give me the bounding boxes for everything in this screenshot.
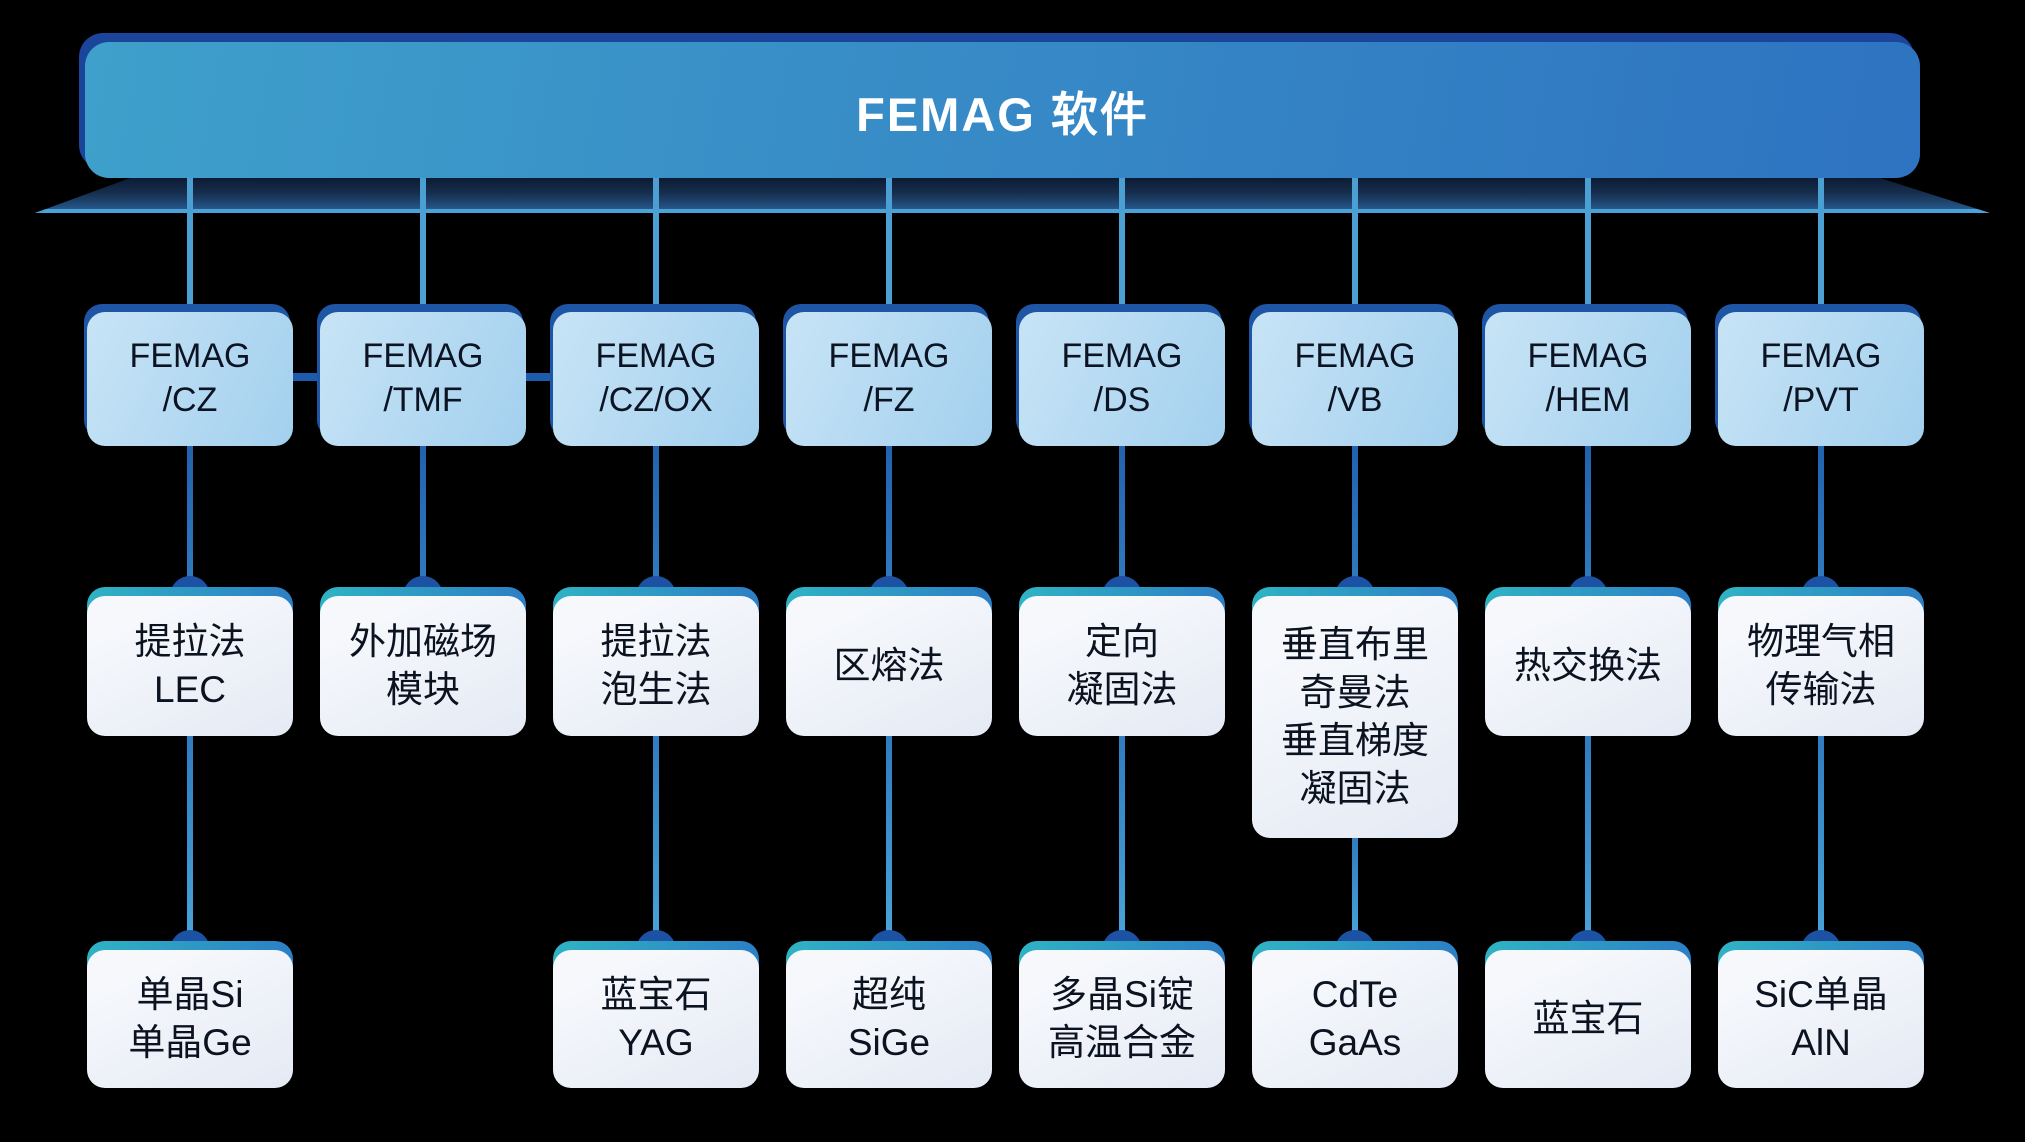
module-box-ds: FEMAG /DS — [1019, 312, 1225, 446]
connector-method-material — [653, 736, 659, 936]
material-label-vb: CdTe GaAs — [1308, 973, 1402, 1063]
material-label-cz-ox: 蓝宝石 YAG — [600, 973, 712, 1063]
connector-banner-vb — [1352, 168, 1358, 316]
column-fz: FEMAG /FZ 区熔法 超纯 SiGe — [786, 0, 992, 1142]
connector-vb-method — [1352, 446, 1358, 590]
method-box-tmf: 外加磁场 模块 — [320, 596, 526, 736]
method-box-pvt: 物理气相 传输法 — [1718, 596, 1924, 736]
connector-fz-method — [886, 446, 892, 590]
material-label-hem: 蓝宝石 — [1532, 997, 1644, 1039]
material-label-cz: 单晶Si 单晶Ge — [128, 973, 252, 1063]
method-label-tmf: 外加磁场 模块 — [349, 620, 497, 710]
method-label-fz: 区熔法 — [833, 644, 945, 686]
connector-banner-ds — [1119, 168, 1125, 316]
connector-pvt-method — [1818, 446, 1824, 590]
material-box-cz: 单晶Si 单晶Ge — [87, 950, 293, 1088]
method-label-cz: 提拉法 LEC — [134, 620, 246, 710]
connector-banner-hem — [1585, 168, 1591, 316]
banner-shadow-beam — [35, 178, 1990, 213]
column-cz-ox: FEMAG /CZ/OX 提拉法 泡生法 蓝宝石 YAG — [553, 0, 759, 1142]
column-pvt: FEMAG /PVT 物理气相 传输法 SiC单晶 AlN — [1718, 0, 1924, 1142]
method-label-cz-ox: 提拉法 泡生法 — [600, 620, 712, 710]
column-tmf: FEMAG /TMF 外加磁场 模块 — [320, 0, 526, 1142]
module-label-hem: FEMAG /HEM — [1527, 337, 1649, 419]
material-label-ds: 多晶Si锭 高温合金 — [1048, 973, 1196, 1063]
method-box-cz-ox: 提拉法 泡生法 — [553, 596, 759, 736]
module-label-ds: FEMAG /DS — [1061, 337, 1183, 419]
page-title: FEMAG 软件 — [856, 87, 1149, 141]
method-box-cz: 提拉法 LEC — [87, 596, 293, 736]
connector-method-material — [1818, 736, 1824, 936]
column-hem: FEMAG /HEM 热交换法 蓝宝石 — [1485, 0, 1691, 1142]
connector-banner-tmf — [420, 168, 426, 316]
connector-tmf-czox — [519, 373, 559, 381]
connector-tmf-method — [420, 446, 426, 590]
connector-cz-tmf — [286, 373, 326, 381]
connector-banner-czox — [653, 168, 659, 316]
material-label-pvt: SiC单晶 AlN — [1754, 973, 1888, 1063]
connector-method-material — [1352, 838, 1358, 936]
connector-banner-fz — [886, 168, 892, 316]
material-box-cz-ox: 蓝宝石 YAG — [553, 950, 759, 1088]
material-label-fz: 超纯 SiGe — [847, 973, 931, 1063]
material-box-pvt: SiC单晶 AlN — [1718, 950, 1924, 1088]
method-box-fz: 区熔法 — [786, 596, 992, 736]
module-label-vb: FEMAG /VB — [1294, 337, 1416, 419]
method-label-pvt: 物理气相 传输法 — [1747, 620, 1895, 710]
connector-cz-method — [187, 446, 193, 590]
method-label-hem: 热交换法 — [1514, 644, 1662, 686]
column-ds: FEMAG /DS 定向 凝固法 多晶Si锭 高温合金 — [1019, 0, 1225, 1142]
connector-ds-method — [1119, 446, 1125, 590]
material-box-fz: 超纯 SiGe — [786, 950, 992, 1088]
connector-banner-cz — [187, 168, 193, 316]
material-box-ds: 多晶Si锭 高温合金 — [1019, 950, 1225, 1088]
connector-banner-pvt — [1818, 168, 1824, 316]
connector-method-material — [1119, 736, 1125, 936]
column-cz: FEMAG /CZ 提拉法 LEC 单晶Si 单晶Ge — [87, 0, 293, 1142]
module-label-tmf: FEMAG /TMF — [362, 337, 484, 419]
material-box-hem: 蓝宝石 — [1485, 950, 1691, 1088]
module-box-fz: FEMAG /FZ — [786, 312, 992, 446]
connector-czox-method — [653, 446, 659, 590]
method-box-ds: 定向 凝固法 — [1019, 596, 1225, 736]
module-box-pvt: FEMAG /PVT — [1718, 312, 1924, 446]
module-box-cz: FEMAG /CZ — [87, 312, 293, 446]
module-box-hem: FEMAG /HEM — [1485, 312, 1691, 446]
module-label-pvt: FEMAG /PVT — [1760, 337, 1882, 419]
banner: FEMAG 软件 — [85, 42, 1920, 178]
module-label-fz: FEMAG /FZ — [828, 337, 950, 419]
module-label-cz: FEMAG /CZ — [129, 337, 251, 419]
module-box-tmf: FEMAG /TMF — [320, 312, 526, 446]
connector-method-material — [886, 736, 892, 936]
method-box-vb: 垂直布里 奇曼法 垂直梯度 凝固法 — [1252, 596, 1458, 838]
column-vb: FEMAG /VB 垂直布里 奇曼法 垂直梯度 凝固法 CdTe GaAs — [1252, 0, 1458, 1142]
method-label-vb: 垂直布里 奇曼法 垂直梯度 凝固法 — [1281, 623, 1429, 810]
connector-hem-method — [1585, 446, 1591, 590]
root-banner: FEMAG 软件 — [85, 42, 1920, 178]
material-box-vb: CdTe GaAs — [1252, 950, 1458, 1088]
connector-method-material — [1585, 736, 1591, 936]
module-label-cz-ox: FEMAG /CZ/OX — [595, 337, 717, 419]
method-label-ds: 定向 凝固法 — [1066, 620, 1178, 710]
module-box-cz-ox: FEMAG /CZ/OX — [553, 312, 759, 446]
connector-method-material — [187, 736, 193, 936]
module-box-vb: FEMAG /VB — [1252, 312, 1458, 446]
beam-highlight-line — [35, 209, 1990, 213]
method-box-hem: 热交换法 — [1485, 596, 1691, 736]
